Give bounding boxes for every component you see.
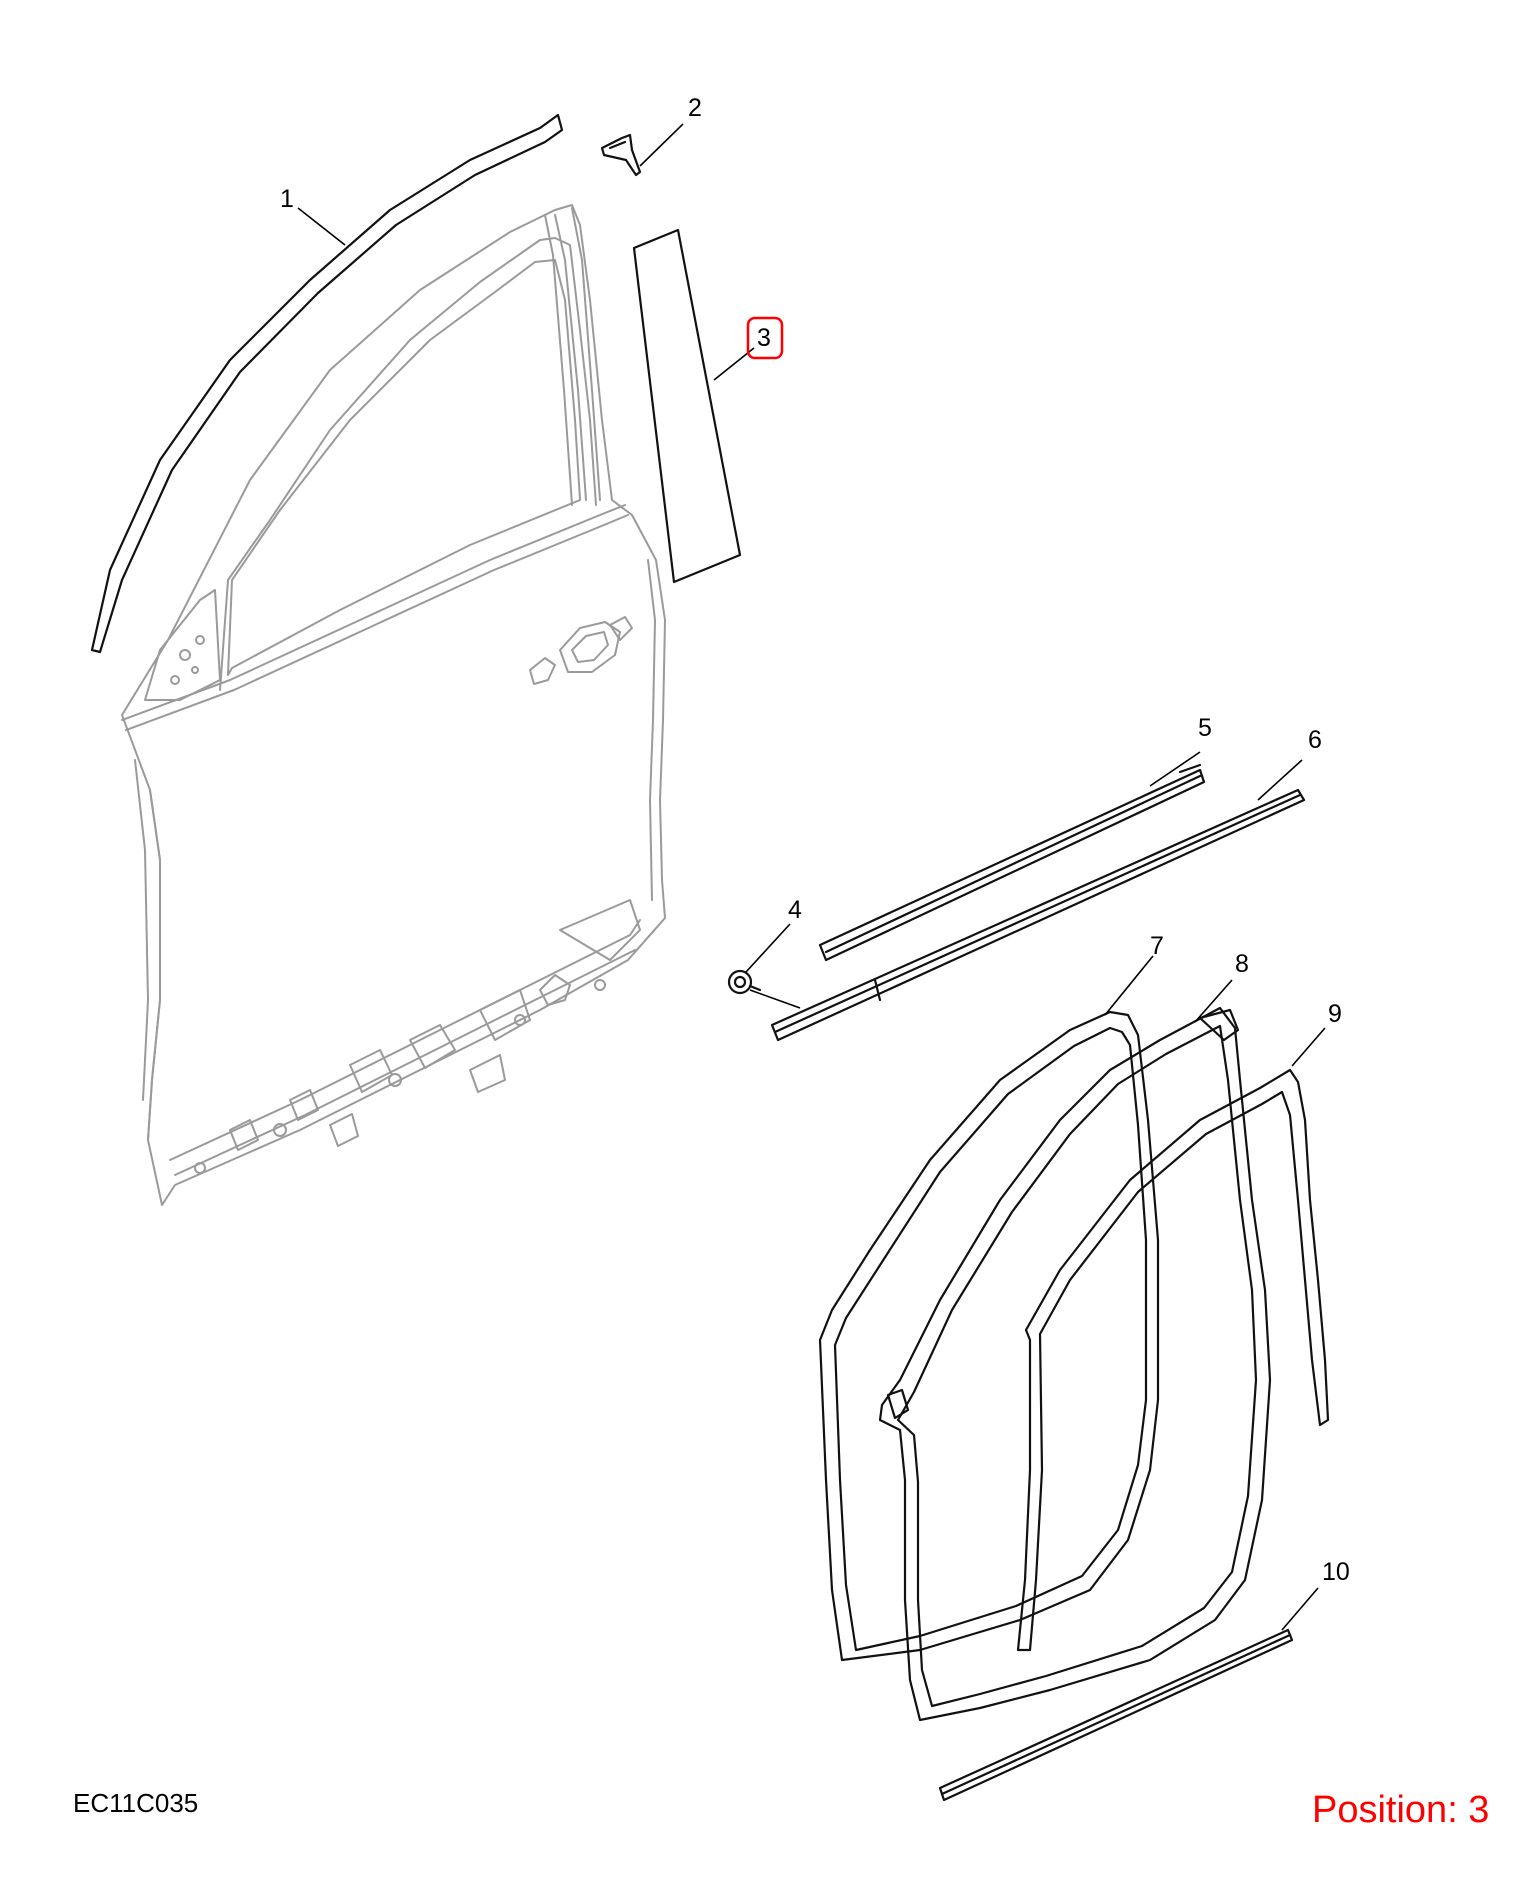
callout-3-highlight xyxy=(746,316,784,360)
part-2-clip xyxy=(600,133,642,177)
part-5-inner-belt-strip xyxy=(818,763,1206,962)
callout-3[interactable]: 3 xyxy=(757,324,771,352)
callout-5[interactable]: 5 xyxy=(1198,714,1212,742)
callout-labels: 1 2 3 4 5 6 7 8 9 10 xyxy=(280,94,1350,1586)
callout-4[interactable]: 4 xyxy=(788,896,802,924)
door-shell xyxy=(121,204,666,1206)
part-7-opening-weatherstrip xyxy=(818,1010,1160,1662)
part-6-outer-belt-molding xyxy=(770,788,1306,1042)
part-9-run-channel xyxy=(1016,1068,1330,1652)
part-1-roof-molding xyxy=(90,113,564,654)
callout-8[interactable]: 8 xyxy=(1235,950,1249,978)
callout-7[interactable]: 7 xyxy=(1150,932,1164,960)
callout-2[interactable]: 2 xyxy=(688,94,702,122)
diagram-part-code: EC11C035 xyxy=(73,1788,198,1818)
callout-9[interactable]: 9 xyxy=(1328,1000,1342,1028)
callout-10[interactable]: 10 xyxy=(1322,1558,1350,1586)
callout-6[interactable]: 6 xyxy=(1308,726,1322,754)
callout-1[interactable]: 1 xyxy=(280,185,294,213)
position-indicator: Position: 3 xyxy=(1312,1789,1489,1831)
part-10-lower-seal xyxy=(938,1628,1294,1802)
part-8-frame-seal xyxy=(878,1006,1272,1722)
part-3-pillar-applique xyxy=(632,228,742,584)
part-4-fastener xyxy=(727,969,762,995)
